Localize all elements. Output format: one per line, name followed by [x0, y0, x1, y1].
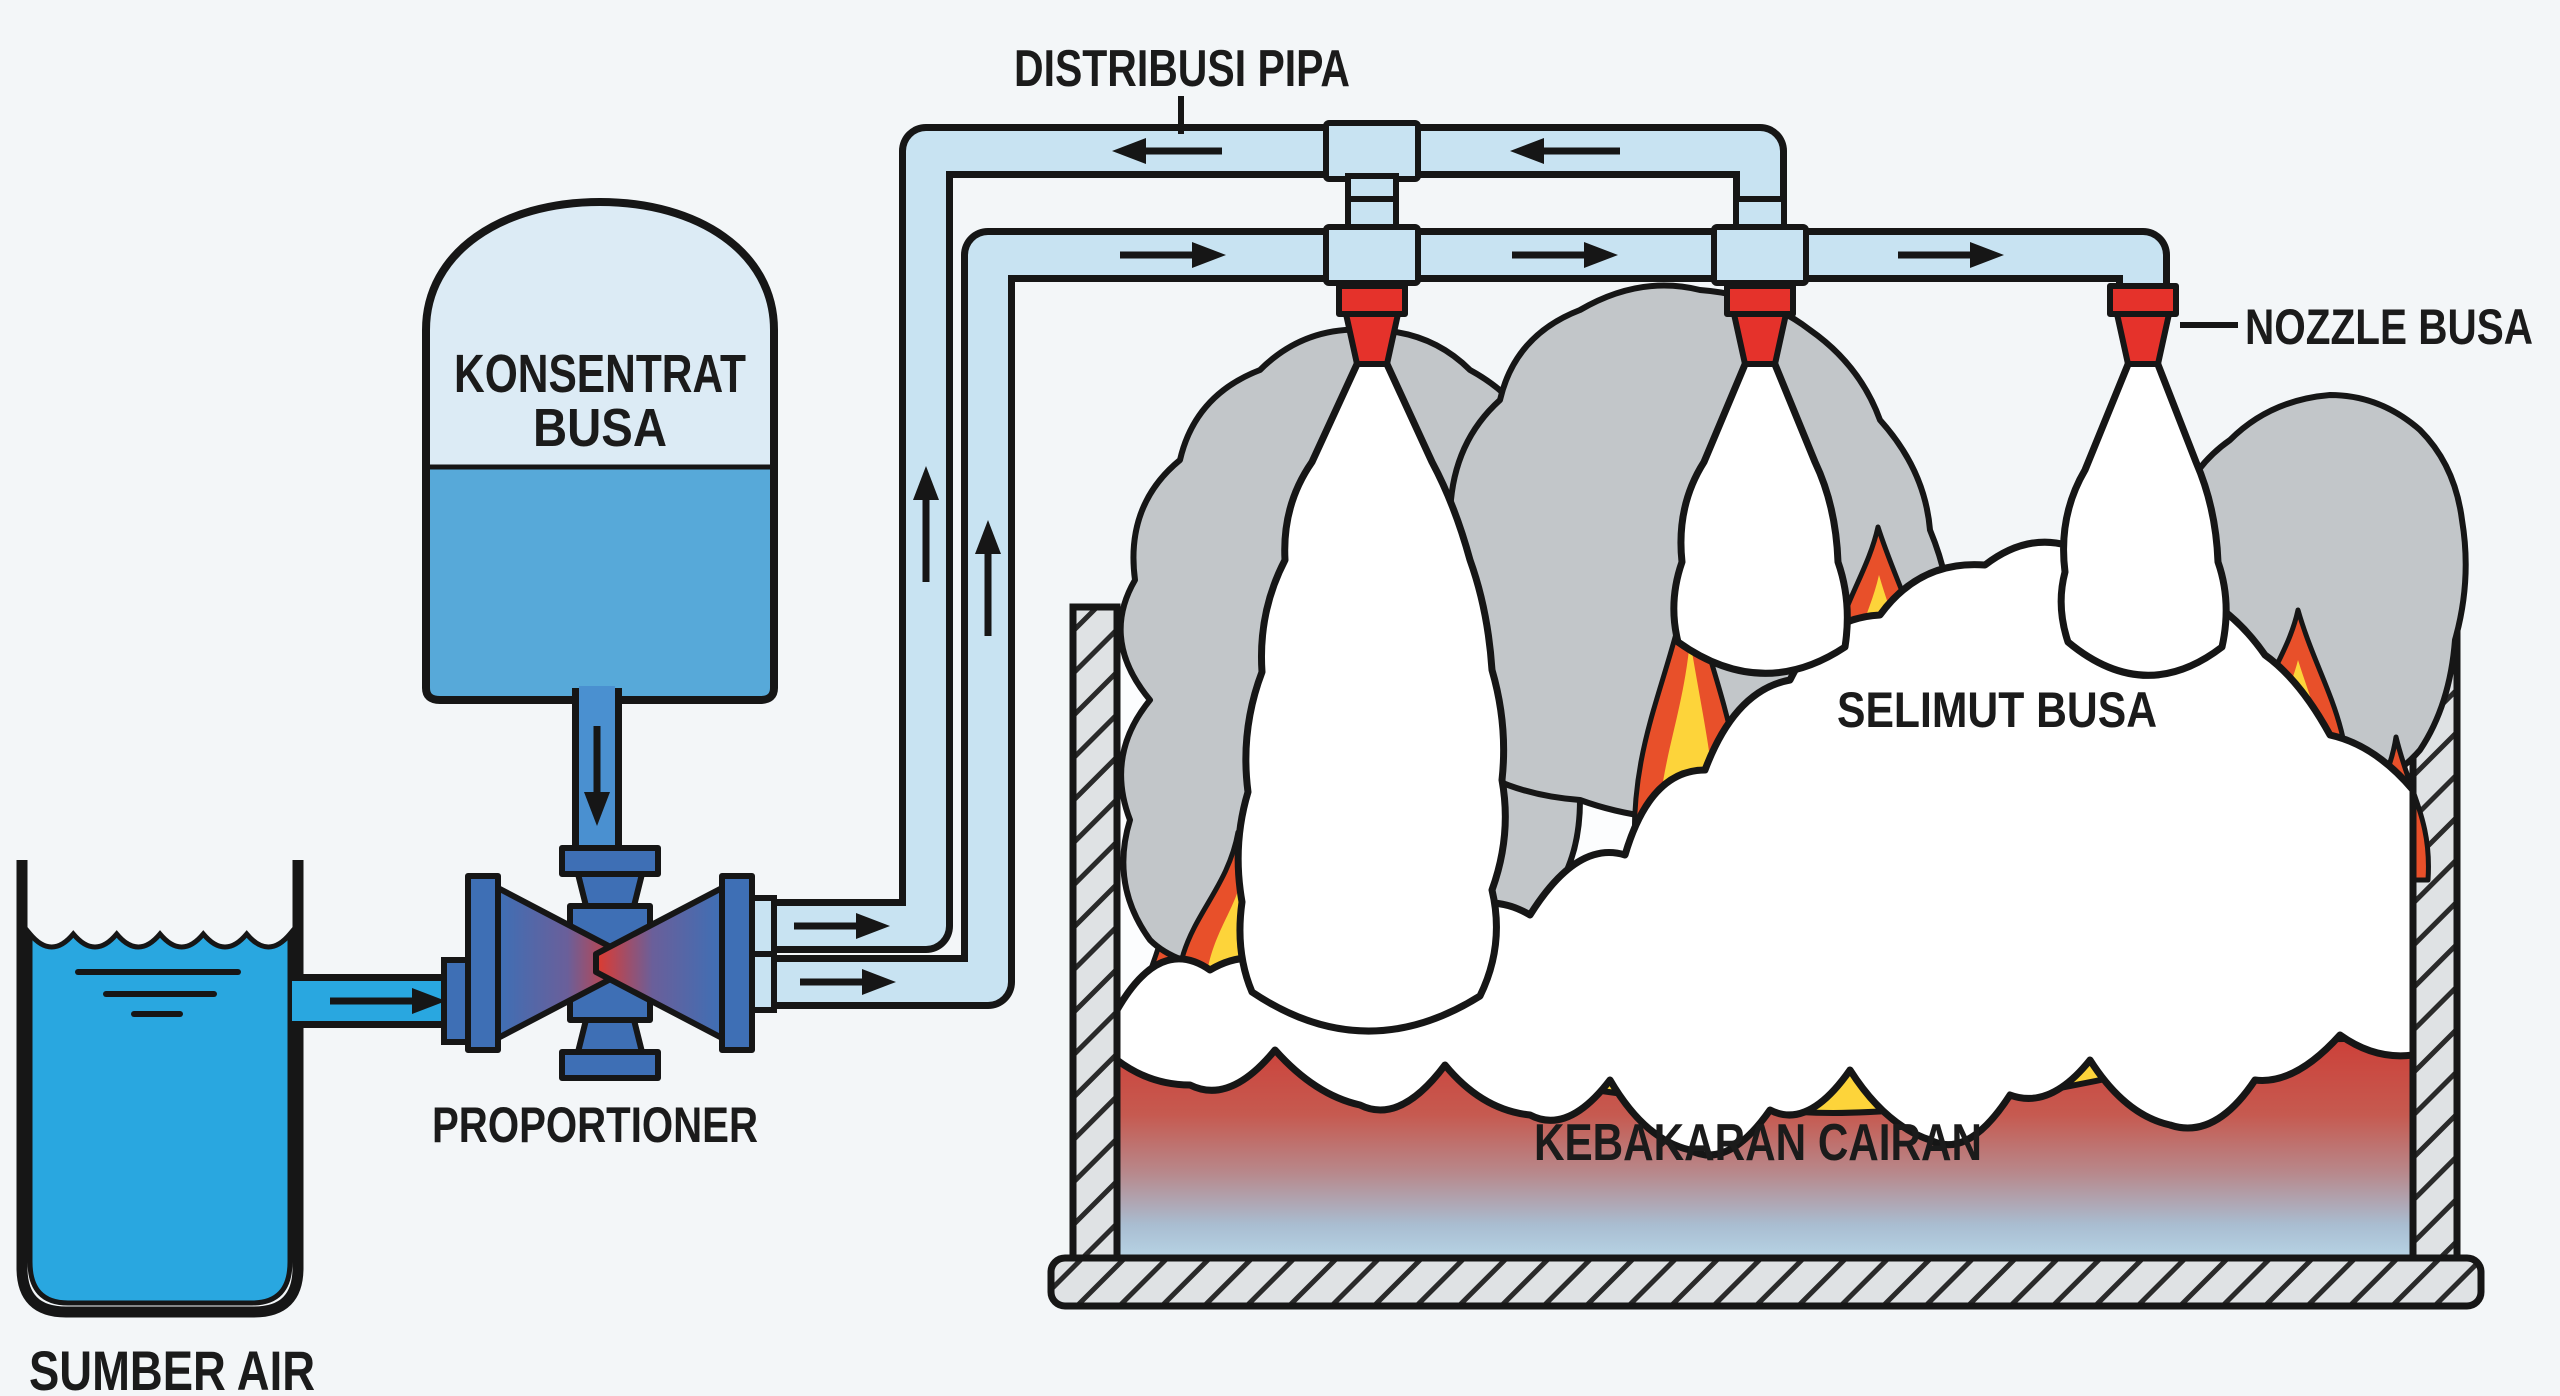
flow-arrow-outlet-lower [800, 969, 896, 995]
water-ripples [75, 969, 241, 1017]
pipe-tee-upper [1323, 120, 1421, 205]
water-source-tank [16, 860, 304, 1318]
foam-spray-plume-1 [1234, 358, 1509, 1035]
flow-arrow-outlet-upper [794, 913, 890, 939]
proportioner-valve [465, 845, 755, 1081]
flow-arrow-riser-left-up [913, 466, 939, 582]
valve-left-flange [465, 873, 501, 1053]
foam-concentrate-liquid [426, 467, 774, 700]
foam-concentrate-label-line1: KONSENTRAT [454, 344, 746, 404]
valve-top-flange [559, 845, 661, 877]
flow-arrow-water-right [330, 988, 446, 1014]
foam-nozzle-1 [1336, 283, 1408, 367]
flow-arrow-upper-pipe-left-2 [1510, 138, 1620, 164]
tank-floor [1047, 1254, 2485, 1310]
proportioner-label: PROPORTIONER [432, 1097, 758, 1153]
water-fill [27, 927, 293, 1306]
distribution-pipe-label: DISTRIBUSI PIPA [1014, 40, 1350, 98]
fire-tank: SELIMUT BUSA KEBAKARAN CAIRAN [1047, 282, 2485, 1310]
valve-right-cone [593, 885, 725, 1041]
flow-arrows [330, 138, 2004, 1014]
liquid-fire-label: KEBAKARAN CAIRAN [1534, 1114, 1982, 1172]
foam-nozzle-2 [1724, 283, 1796, 367]
lower-distribution-circuit [772, 228, 2170, 1009]
tank-wall-left [1069, 603, 1121, 1262]
water-tank-walls [16, 860, 304, 1318]
foam-concentrate-label-line2: BUSA [533, 398, 667, 458]
flow-arrow-lower-pipe-right-2 [1512, 242, 1618, 268]
flow-arrow-upper-pipe-left-1 [1112, 138, 1222, 164]
flow-arrow-riser-right-up [975, 520, 1001, 636]
valve-right-flange [719, 873, 755, 1053]
foam-nozzle-label: NOZZLE BUSA [2245, 299, 2533, 355]
foam-blanket-label: SELIMUT BUSA [1837, 682, 2157, 738]
flow-arrow-lower-pipe-right-1 [1120, 242, 1226, 268]
water-source-label: SUMBER AIR [29, 1339, 315, 1396]
valve-bottom-flange [559, 1049, 661, 1081]
foam-nozzle-3 [2107, 283, 2179, 367]
foam-tank-outline [422, 197, 778, 704]
flow-arrow-foam-down [584, 726, 610, 826]
foam-spray-plume-3 [2057, 358, 2230, 679]
foam-spray-plume-2 [1670, 358, 1851, 677]
foam-concentrate-tank [422, 197, 778, 704]
valve-top-neck [575, 871, 645, 909]
valve-bottom-neck [575, 1017, 645, 1055]
flow-arrow-lower-pipe-right-3 [1898, 242, 2004, 268]
